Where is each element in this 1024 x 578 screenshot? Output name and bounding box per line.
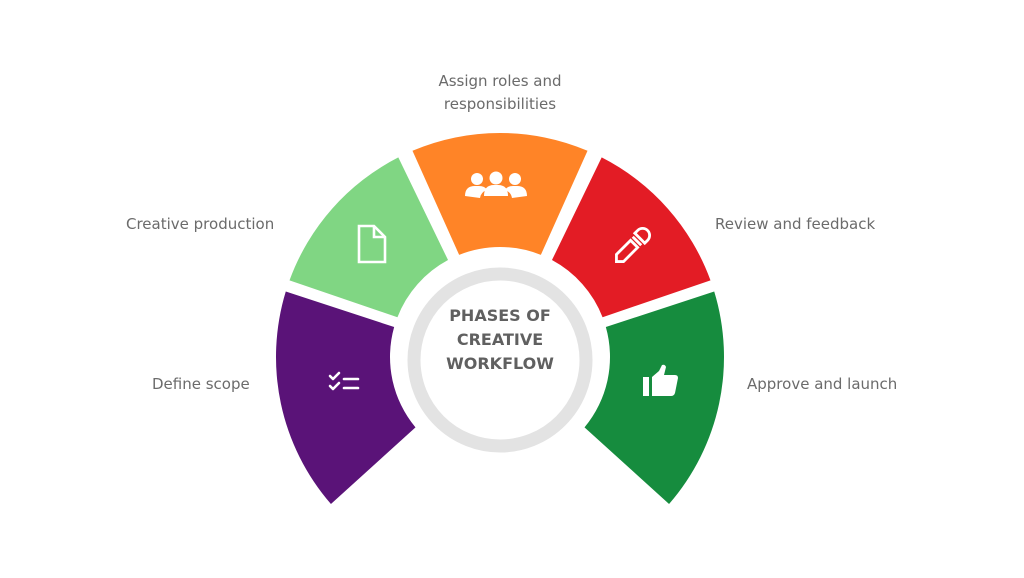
pen-icon [615, 227, 651, 263]
label-review-feedback: Review and feedback [715, 215, 876, 233]
label-creative-production: Creative production [126, 215, 275, 233]
label-assign-roles-line-2: responsibilities [443, 95, 557, 113]
center-title-line-2: CREATIVE [456, 330, 544, 349]
thumbs-up-icon [643, 364, 678, 396]
segment-review-feedback [551, 157, 711, 318]
label-assign-roles-line-1: Assign roles and [438, 72, 562, 90]
center-title-line-1: PHASES OF [449, 306, 551, 325]
segment-approve-launch [584, 291, 724, 504]
team-icon [465, 171, 527, 198]
label-assign-roles: Assign roles and responsibilities [420, 70, 580, 116]
center-title: PHASES OF CREATIVE WORKFLOW [420, 304, 580, 376]
center-disc [421, 281, 579, 439]
checklist-icon [328, 371, 360, 391]
label-approve-launch: Approve and launch [747, 375, 898, 393]
document-icon [357, 224, 387, 264]
label-define-scope: Define scope [152, 375, 250, 393]
segment-creative-production [289, 157, 449, 318]
segment-define-scope [275, 291, 416, 504]
center-ring [407, 267, 593, 453]
center-title-line-3: WORKFLOW [446, 354, 554, 373]
